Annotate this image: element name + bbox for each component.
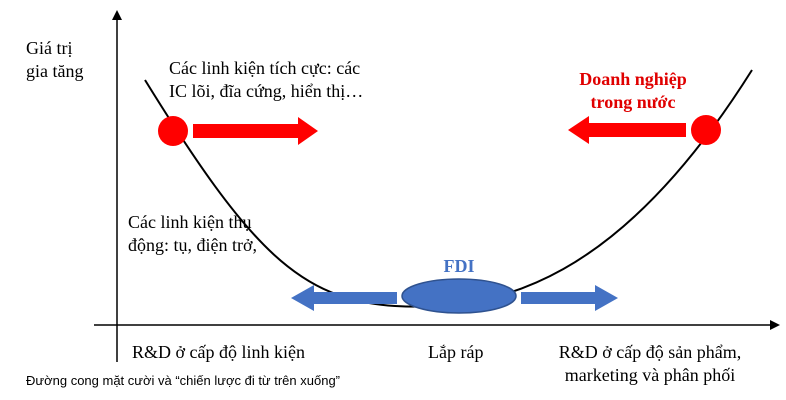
active-components-line1: Các linh kiện tích cực: các (169, 58, 361, 78)
red-arrow-right (193, 117, 318, 145)
passive-components-line1: Các linh kiện thụ (128, 212, 252, 232)
y-axis-label: Giá trị gia tăng (26, 37, 83, 83)
passive-components-line2: động: tụ, điện trở, (128, 235, 258, 255)
red-arrow-left (568, 116, 686, 144)
blue-arrow-right (521, 285, 618, 311)
domestic-enterprises-line2: trong nước (590, 92, 676, 112)
domestic-enterprises-label: Doanh nghiệp trong nước (548, 68, 718, 114)
domestic-enterprises-line1: Doanh nghiệp (579, 69, 687, 89)
fdi-ellipse (401, 278, 517, 314)
smile-curve (144, 69, 753, 308)
blue-arrow-left (291, 285, 397, 311)
left-red-point (158, 116, 188, 146)
passive-components-label: Các linh kiện thụ động: tụ, điện trở, (128, 211, 257, 257)
product-rd-label: R&D ở cấp độ sản phẩm, marketing và phân… (530, 341, 770, 387)
fdi-label: FDI (443, 256, 475, 276)
y-axis-label-line2: gia tăng (26, 61, 84, 81)
active-components-line2: IC lõi, đĩa cứng, hiển thị… (169, 81, 364, 101)
y-axis-label-line1: Giá trị (26, 38, 73, 58)
right-red-point (691, 115, 721, 145)
product-rd-line2: marketing và phân phối (564, 365, 736, 385)
product-rd-line1: R&D ở cấp độ sản phẩm, (558, 342, 742, 362)
component-rd-label: R&D ở cấp độ linh kiện (132, 342, 305, 362)
assembly-label: Lắp ráp (428, 342, 484, 362)
active-components-label: Các linh kiện tích cực: các IC lõi, đĩa … (169, 57, 363, 103)
figure-caption: Đường cong mặt cười và “chiến lược đi từ… (26, 373, 341, 388)
